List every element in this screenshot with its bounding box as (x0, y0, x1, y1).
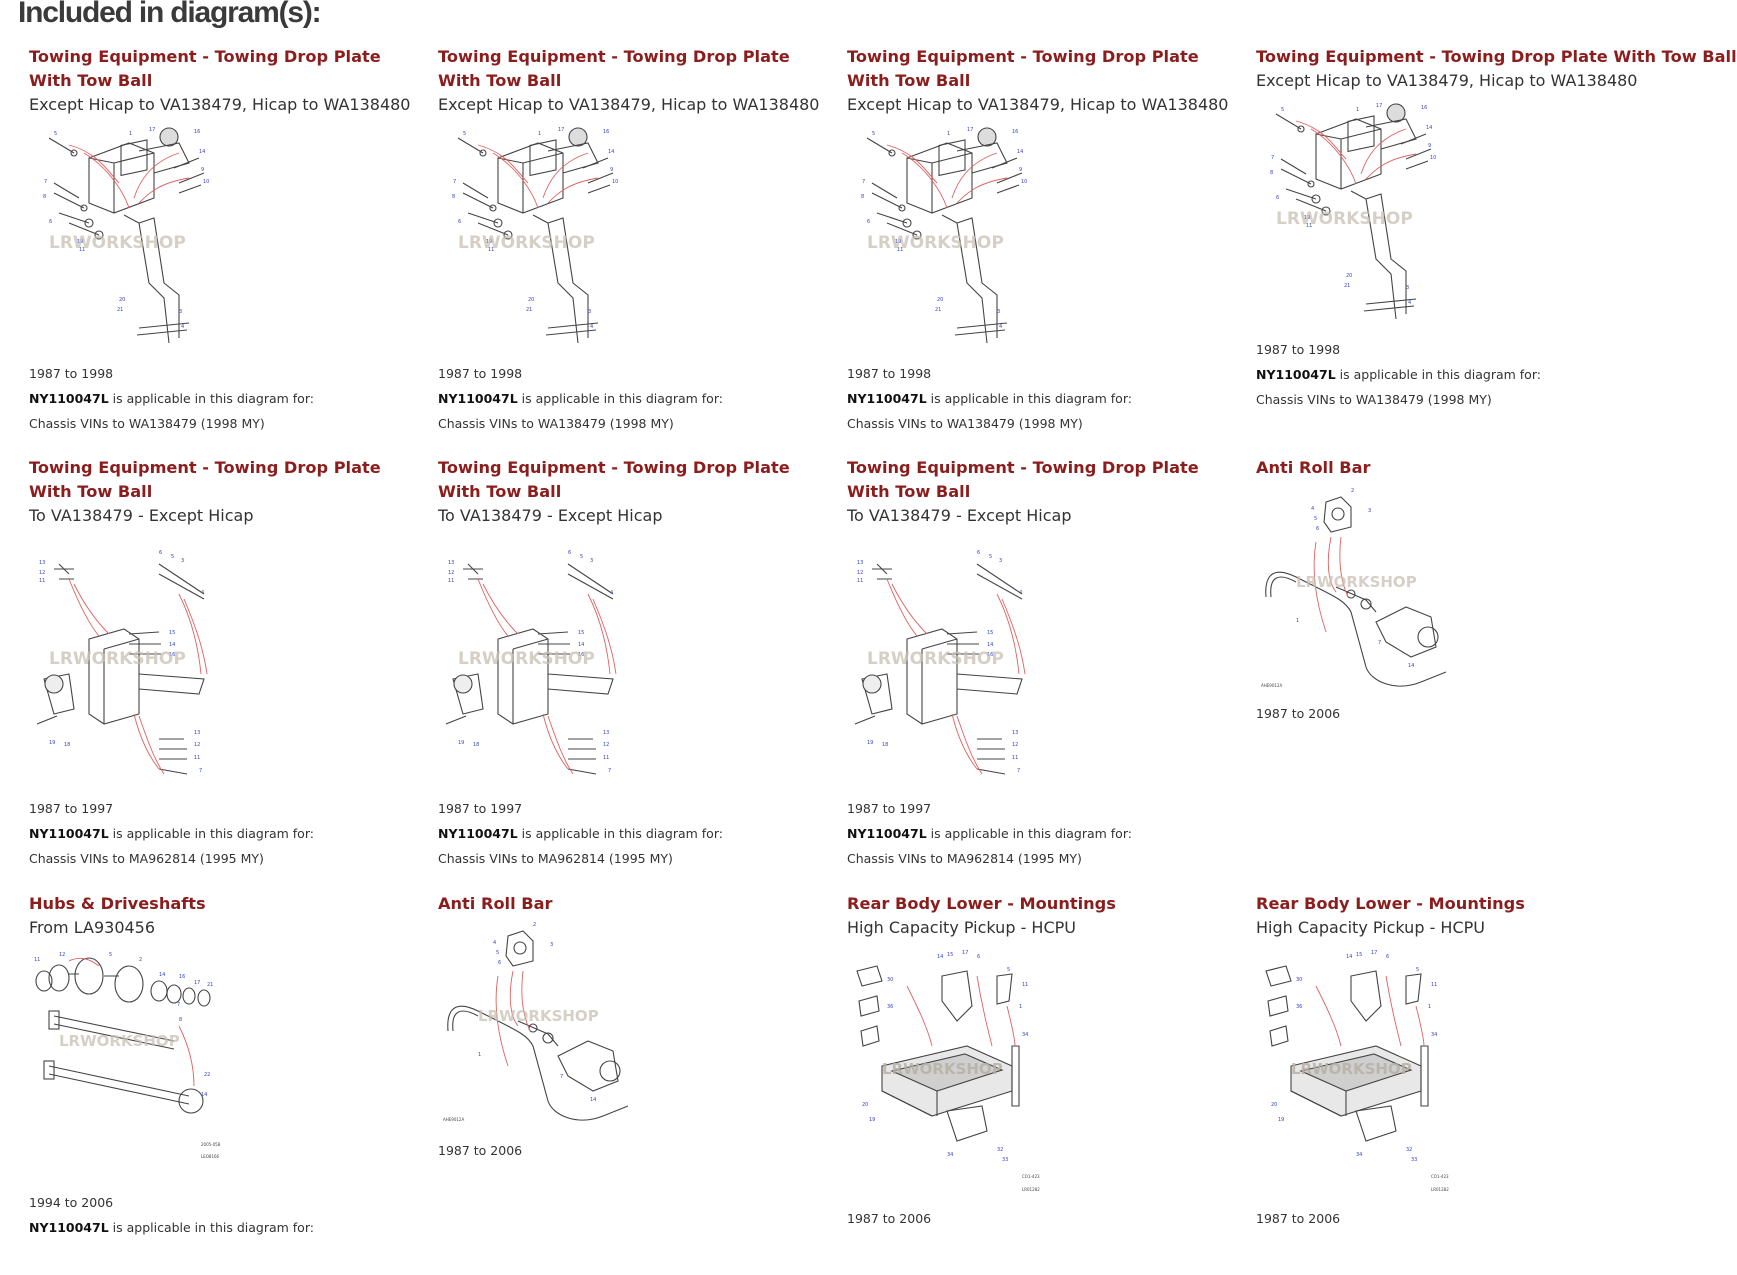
part-number: NY110047L (847, 391, 927, 406)
applicability-note: NY110047L is applicable in this diagram … (29, 826, 314, 841)
diagram-card-subtitle: To VA138479 - Except Hicap (438, 506, 663, 525)
applicability-note: NY110047L is applicable in this diagram … (847, 391, 1132, 406)
year-range: 1987 to 1998 (438, 366, 523, 381)
diagram-card[interactable]: Anti Roll Bar 1987 to 2006 (1256, 456, 1556, 726)
applicability-note: NY110047L is applicable in this diagram … (29, 391, 314, 406)
year-range: 1987 to 1997 (847, 801, 932, 816)
year-range: 1987 to 1998 (1256, 342, 1341, 357)
diagram-card-subtitle: Except Hicap to VA138479, Hicap to WA138… (847, 95, 1229, 114)
diagram-card[interactable]: Towing Equipment - Towing Drop Plate Wit… (438, 45, 838, 436)
applicability-vins: Chassis VINs to WA138479 (1998 MY) (847, 416, 1083, 431)
applicability-vins: Chassis VINs to WA138479 (1998 MY) (438, 416, 674, 431)
applicability-vins: Chassis VINs to MA962814 (1995 MY) (29, 851, 264, 866)
applicability-note: NY110047L is applicable in this diagram … (29, 1220, 314, 1235)
year-range: 1987 to 1997 (438, 801, 523, 816)
diagram-card[interactable]: Anti Roll Bar 1987 to 2006 (438, 892, 738, 1163)
diagram-card-subtitle: High Capacity Pickup - HCPU (847, 918, 1076, 937)
part-number: NY110047L (29, 391, 109, 406)
year-range: 1987 to 2006 (438, 1143, 523, 1158)
part-number: NY110047L (847, 826, 927, 841)
part-number: NY110047L (438, 391, 518, 406)
diagram-card-title[interactable]: Anti Roll Bar (438, 894, 553, 913)
year-range: 1987 to 2006 (1256, 706, 1341, 721)
part-number: NY110047L (29, 826, 109, 841)
page-heading: Included in diagram(s): (18, 0, 322, 29)
tow-drop-plate-diagram[interactable] (1256, 99, 1437, 329)
diagram-card-subtitle: To VA138479 - Except Hicap (29, 506, 254, 525)
diagram-card-subtitle: From LA930456 (29, 918, 156, 937)
diagram-card-title[interactable]: Rear Body Lower - Mountings (847, 894, 1116, 913)
anti-roll-bar-diagram[interactable] (1256, 482, 1456, 697)
diagram-card[interactable]: Hubs & Driveshafts From LA930456 1994 to… (29, 892, 429, 1240)
diagram-card-title[interactable]: Rear Body Lower - Mountings (1256, 894, 1525, 913)
year-range: 1987 to 2006 (1256, 1211, 1341, 1226)
diagram-card-title[interactable]: Towing Equipment - Towing Drop Plate Wit… (438, 47, 790, 90)
diagram-card[interactable]: Towing Equipment - Towing Drop Plate Wit… (1256, 45, 1737, 412)
diagram-card-title[interactable]: Towing Equipment - Towing Drop Plate Wit… (29, 458, 381, 501)
tow-drop-plate-diagram[interactable] (438, 123, 619, 353)
tow-drop-plate-diagram[interactable] (29, 534, 229, 796)
diagram-card-subtitle: Except Hicap to VA138479, Hicap to WA138… (29, 95, 411, 114)
applicability-vins: Chassis VINs to WA138479 (1998 MY) (1256, 392, 1492, 407)
tow-drop-plate-diagram[interactable] (29, 123, 210, 353)
year-range: 1987 to 1998 (847, 366, 932, 381)
diagram-card-title[interactable]: Towing Equipment - Towing Drop Plate Wit… (29, 47, 381, 90)
part-number: NY110047L (438, 826, 518, 841)
diagram-card[interactable]: Towing Equipment - Towing Drop Plate Wit… (29, 45, 429, 436)
applicability-vins: Chassis VINs to MA962814 (1995 MY) (847, 851, 1082, 866)
diagram-card-title[interactable]: Towing Equipment - Towing Drop Plate Wit… (847, 458, 1199, 501)
diagram-card-subtitle: Except Hicap to VA138479, Hicap to WA138… (438, 95, 820, 114)
diagram-card-subtitle: Except Hicap to VA138479, Hicap to WA138… (1256, 71, 1638, 90)
applicability-note: NY110047L is applicable in this diagram … (438, 826, 723, 841)
diagram-card-subtitle: To VA138479 - Except Hicap (847, 506, 1072, 525)
diagram-card[interactable]: Rear Body Lower - Mountings High Capacit… (847, 892, 1247, 1231)
rear-body-mountings-diagram[interactable] (847, 946, 1047, 1202)
diagram-card-subtitle: High Capacity Pickup - HCPU (1256, 918, 1485, 937)
diagram-grid: Towing Equipment - Towing Drop Plate Wit… (29, 45, 1737, 1240)
applicability-note: NY110047L is applicable in this diagram … (438, 391, 723, 406)
year-range: 1987 to 2006 (847, 1211, 932, 1226)
applicability-vins: Chassis VINs to MA962814 (1995 MY) (438, 851, 673, 866)
diagram-card[interactable]: Rear Body Lower - Mountings High Capacit… (1256, 892, 1656, 1231)
applicability-note: NY110047L is applicable in this diagram … (847, 826, 1132, 841)
diagram-card-title[interactable]: Hubs & Driveshafts (29, 894, 206, 913)
diagram-card[interactable]: Towing Equipment - Towing Drop Plate Wit… (847, 456, 1247, 871)
diagram-card-title[interactable]: Towing Equipment - Towing Drop Plate Wit… (847, 47, 1199, 90)
diagram-card[interactable]: Towing Equipment - Towing Drop Plate Wit… (438, 456, 838, 871)
part-number: NY110047L (1256, 367, 1336, 382)
tow-drop-plate-diagram[interactable] (438, 534, 638, 796)
year-range: 1994 to 2006 (29, 1195, 114, 1210)
hubs-driveshafts-diagram[interactable] (29, 946, 229, 1186)
diagram-card-title[interactable]: Towing Equipment - Towing Drop Plate Wit… (438, 458, 790, 501)
part-number: NY110047L (29, 1220, 109, 1235)
applicability-note: NY110047L is applicable in this diagram … (1256, 367, 1541, 382)
diagram-card-title[interactable]: Towing Equipment - Towing Drop Plate Wit… (1256, 47, 1737, 66)
tow-drop-plate-diagram[interactable] (847, 534, 1047, 796)
applicability-vins: Chassis VINs to WA138479 (1998 MY) (29, 416, 265, 431)
year-range: 1987 to 1998 (29, 366, 114, 381)
tow-drop-plate-diagram[interactable] (847, 123, 1028, 353)
diagram-card[interactable]: Towing Equipment - Towing Drop Plate Wit… (847, 45, 1247, 436)
rear-body-mountings-diagram[interactable] (1256, 946, 1456, 1202)
diagram-card-title[interactable]: Anti Roll Bar (1256, 458, 1371, 477)
diagram-card[interactable]: Towing Equipment - Towing Drop Plate Wit… (29, 456, 429, 871)
year-range: 1987 to 1997 (29, 801, 114, 816)
anti-roll-bar-diagram[interactable] (438, 916, 638, 1134)
